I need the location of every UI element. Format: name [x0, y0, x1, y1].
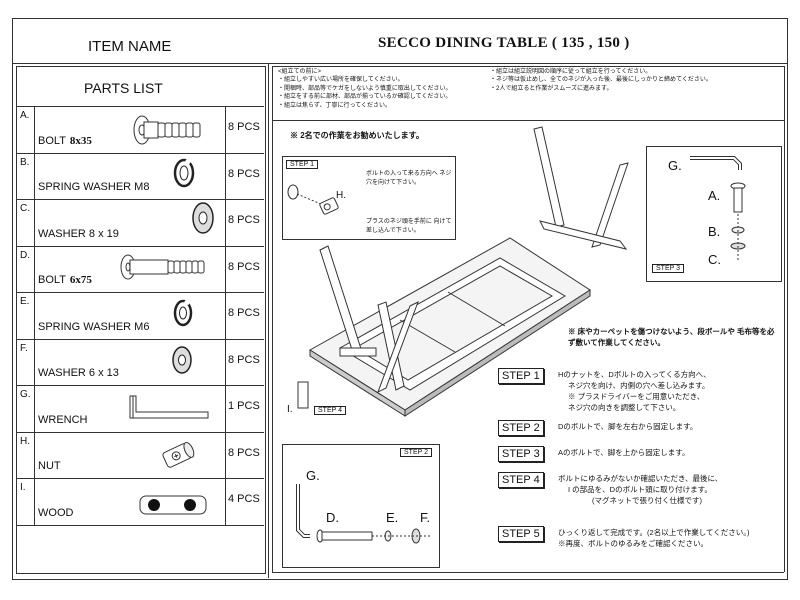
- parts-list-row: G. WRENCH 1 PCS: [16, 385, 264, 432]
- part-letter: B.: [20, 156, 30, 168]
- header-divider: [12, 63, 788, 64]
- hex-wrench-icon: [129, 395, 209, 419]
- step3-leg-detail: [533, 126, 629, 250]
- part-name: WOOD: [38, 506, 74, 519]
- step-text-2: Dのボルトで、脚を左右から固定します。: [558, 422, 698, 431]
- step1-note-head: プラスのネジ頭を手前に 向けて差し込んで下さい。: [366, 219, 452, 234]
- part-letter: G.: [20, 389, 31, 400]
- bolt-icon: [133, 115, 201, 145]
- wood-part-detail: [297, 381, 309, 409]
- notes-left: <組立ての前に> ・組立しやすい広い場所を確保してください。 ・開梱時、部品等で…: [278, 69, 452, 109]
- part-letter: I.: [20, 482, 26, 493]
- part-quantity: 8 PCS: [228, 260, 260, 273]
- part-name: NUT: [38, 460, 61, 472]
- washer-icon: [192, 202, 214, 234]
- step4-tag: STEP 4: [314, 406, 346, 415]
- step3-label-g: G.: [668, 158, 682, 173]
- step2-label-e: E.: [386, 510, 399, 525]
- item-name-label: ITEM NAME: [88, 38, 172, 55]
- parts-list-row: F. WASHER 6 x 13 8 PCS: [16, 338, 264, 386]
- step1-tag: STEP 1: [286, 160, 318, 169]
- long-bolt-icon: [120, 254, 205, 280]
- part-name: WASHER 6 x 13: [38, 367, 119, 379]
- parts-list-box: [16, 66, 266, 574]
- part-name: SPRING WASHER M8: [38, 181, 150, 193]
- step-text-3: Aのボルトで、脚を上から固定します。: [558, 448, 690, 457]
- part-quantity: 8 PCS: [228, 307, 260, 320]
- step2-bolt-detail: [296, 484, 430, 544]
- part-letter: A.: [20, 110, 30, 121]
- step2-label-d: D.: [326, 510, 339, 525]
- step2-label-f: F.: [420, 510, 431, 525]
- part-letter: C.: [20, 203, 30, 214]
- step2-tag: STEP 2: [400, 448, 432, 457]
- step3-callout: [646, 146, 782, 282]
- part-quantity: 8 PCS: [228, 353, 260, 366]
- step1-callout: [282, 156, 456, 240]
- two-person-recommendation: ※ 2名での作業をお勧めいたします。: [290, 131, 424, 140]
- step3-label-c: C.: [708, 252, 721, 267]
- part-quantity: 8 PCS: [228, 446, 260, 459]
- wood-plate-icon: [139, 495, 207, 515]
- part-quantity: 8 PCS: [228, 167, 260, 180]
- step-label-2: STEP 2: [498, 420, 544, 436]
- part-letter: H.: [20, 435, 30, 447]
- parts-list-row: I. WOOD 4 PCS: [16, 478, 264, 525]
- sheet-frame: [12, 18, 788, 580]
- step3-bolt-detail: [690, 156, 746, 262]
- step2-callout: [282, 444, 440, 568]
- notes-right: ・組立は組立説明図の順序に従って組立を行ってください。 ・ネジ等は仮止めし、全て…: [490, 69, 712, 92]
- step1-label-h: H.: [336, 190, 346, 201]
- part-letter: E.: [20, 296, 30, 307]
- part-name: WRENCH: [38, 413, 88, 426]
- parts-list-title: PARTS LIST: [84, 80, 163, 96]
- table-assembly-drawing: [309, 237, 591, 417]
- spring-washer-icon: [173, 158, 195, 188]
- parts-list-row: H. NUT 8 PCS: [16, 431, 264, 479]
- step3-tag: STEP 3: [652, 264, 684, 273]
- product-title: SECCO DINING TABLE ( 135 , 150 ): [378, 35, 630, 51]
- part-letter: F.: [20, 342, 28, 354]
- step1-note-direction: ボルトの入って来る方向へ ネジ穴を向けて下さい。: [366, 171, 452, 186]
- step-text-4: ボルトにゆるみがないか確認いただき、最後に、I の部品を、Dのボルト頭に取り付け…: [558, 474, 723, 505]
- step2-label-g: G.: [306, 468, 320, 483]
- step3-label-b: B.: [708, 224, 721, 239]
- part-quantity: 8 PCS: [228, 214, 260, 227]
- part-size: 8x35: [69, 134, 92, 147]
- column-divider: [268, 63, 269, 578]
- part-quantity: 8 PCS: [228, 121, 260, 134]
- part-name: SPRING WASHER M6: [38, 320, 150, 333]
- part-size: 6x75: [69, 274, 92, 286]
- step3-label-a: A.: [708, 188, 721, 203]
- part-quantity: 1 PCS: [228, 400, 260, 413]
- step-label-1: STEP 1: [498, 368, 544, 384]
- spring-washer-m6-icon: [173, 299, 193, 327]
- step-text-1: Hのナットを、Dボルトの入ってくる方向へ、ネジ穴を向け、内側の穴へ差し込みます。…: [558, 370, 711, 412]
- step-label-3: STEP 3: [498, 446, 544, 462]
- step-label-4: STEP 4: [498, 472, 544, 488]
- carpet-warning: ※ 床やカーペットを傷つけないよう、段ボールや 毛布等を必ず敷いて作業してくださ…: [568, 327, 775, 347]
- parts-list-row: C. WASHER 8 x 19 8 PCS: [16, 199, 264, 246]
- step-label-5: STEP 5: [498, 526, 544, 542]
- step4-label-i: I.: [287, 404, 293, 415]
- part-name: WASHER 8 x 19: [38, 227, 119, 240]
- step-text-5: ひっくり返して完成です。(2名以上で作業してください。)※再度、ボルトのゆるみを…: [558, 528, 750, 548]
- washer-m6-icon: [172, 346, 192, 374]
- parts-list-row: E. SPRING WASHER M6 8 PCS: [16, 292, 264, 339]
- barrel-nut-icon: [162, 441, 195, 468]
- step1-nut-detail: [287, 184, 339, 215]
- parts-list-row: B. SPRING WASHER M8 8 PCS: [16, 152, 264, 200]
- part-letter: D.: [20, 249, 30, 261]
- part-quantity: 4 PCS: [228, 493, 260, 506]
